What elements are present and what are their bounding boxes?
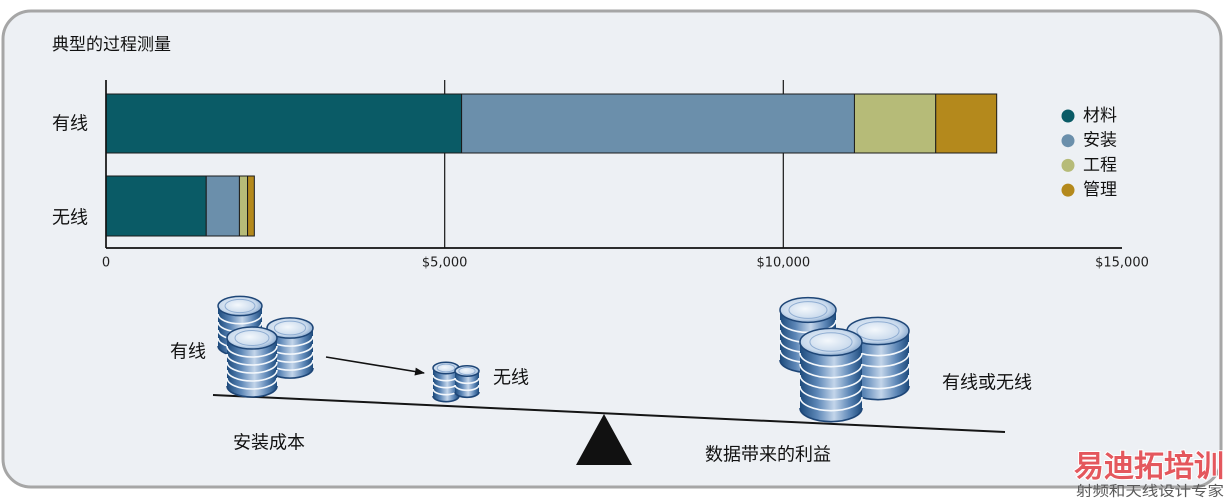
coin-stack-icon xyxy=(799,327,863,423)
category-label: 有线 xyxy=(52,114,88,135)
legend-item: 材料 xyxy=(1061,106,1117,126)
legend-item: 安装 xyxy=(1061,131,1117,151)
fulcrum-icon xyxy=(576,414,632,465)
coin-ring xyxy=(224,298,256,314)
legend-swatch xyxy=(1061,109,1075,123)
coin-edge xyxy=(217,313,263,325)
bar-segment xyxy=(935,93,998,154)
legend-item: 管理 xyxy=(1061,180,1117,200)
legend-label: 安装 xyxy=(1083,131,1117,151)
coin-edge xyxy=(432,395,460,403)
x-tick-label: $10,000 xyxy=(756,256,810,271)
legend-swatch xyxy=(1061,183,1075,197)
coin-ring xyxy=(436,363,456,373)
legend-item: 工程 xyxy=(1061,155,1117,175)
chart-title: 典型的过程测量 xyxy=(52,35,171,55)
coin-edge xyxy=(799,407,863,423)
arrow-icon xyxy=(325,356,425,376)
cost-benefit-diagram: 有线 无线 有线或无线 安装成本 数据带来的利益 xyxy=(170,295,1032,466)
watermark-brand: 易迪拓培训 xyxy=(1074,450,1224,485)
bar-segment xyxy=(853,93,937,154)
wired-coin-cluster xyxy=(217,295,314,398)
coin-ring xyxy=(856,321,900,341)
bar-segment xyxy=(205,175,240,237)
wired-or-wireless-label: 有线或无线 xyxy=(942,373,1032,394)
chart-bars xyxy=(105,93,998,237)
wired-or-wireless-coin-cluster xyxy=(779,296,910,423)
legend-label: 材料 xyxy=(1083,106,1117,126)
installation-cost-label: 安装成本 xyxy=(233,433,305,454)
coin-ring xyxy=(788,301,828,319)
coin-ring xyxy=(809,332,853,352)
coin-edge xyxy=(799,363,863,379)
coin-stack-icon xyxy=(432,361,460,403)
wireless-label: 无线 xyxy=(493,368,529,389)
watermark: 易迪拓培训 射频和天线设计专家 xyxy=(1073,449,1225,501)
wired-label: 有线 xyxy=(170,342,206,363)
coin-edge xyxy=(226,361,278,374)
coin-edge xyxy=(226,385,278,398)
legend-label: 管理 xyxy=(1083,180,1117,200)
coin-ring xyxy=(273,320,307,336)
legend-swatch xyxy=(1061,134,1075,148)
bar-segment xyxy=(105,175,207,237)
coin-edge xyxy=(454,384,480,392)
coin-edge xyxy=(799,374,863,390)
coin-edge xyxy=(799,352,863,368)
coin-edge xyxy=(799,396,863,412)
bar-segment xyxy=(461,93,855,154)
coin-stack-icon xyxy=(226,326,278,398)
coin-ring xyxy=(458,366,476,376)
coin-edge xyxy=(799,385,863,401)
coin-ring xyxy=(234,330,270,346)
x-tick-label: $5,000 xyxy=(422,256,468,271)
bar-segment xyxy=(105,93,463,154)
bar-segment xyxy=(238,175,249,237)
legend-swatch xyxy=(1061,158,1075,172)
chart-axes xyxy=(105,80,1122,249)
x-tick-label: 0 xyxy=(102,256,110,271)
wireless-coin-cluster xyxy=(432,361,480,403)
coin-edge xyxy=(226,345,278,358)
x-axis-ticks: 0 $5,000 $10,000 $15,000 xyxy=(102,256,1149,271)
bar-segment xyxy=(247,175,255,237)
legend-label: 工程 xyxy=(1083,155,1117,175)
balance-beam xyxy=(212,394,1006,433)
coin-edge xyxy=(454,391,480,399)
coin-edge xyxy=(454,377,480,385)
data-benefit-label: 数据带来的利益 xyxy=(705,445,831,466)
chart-panel xyxy=(1,9,1223,489)
watermark-slogan: 射频和天线设计专家 xyxy=(1076,483,1224,500)
x-tick-label: $15,000 xyxy=(1095,256,1149,271)
coin-edge xyxy=(226,369,278,382)
coin-stack-icon xyxy=(266,317,314,379)
coin-stack-icon xyxy=(454,364,480,399)
coin-edge xyxy=(226,353,278,366)
coin-edge xyxy=(226,377,278,390)
category-label: 无线 xyxy=(52,208,88,229)
